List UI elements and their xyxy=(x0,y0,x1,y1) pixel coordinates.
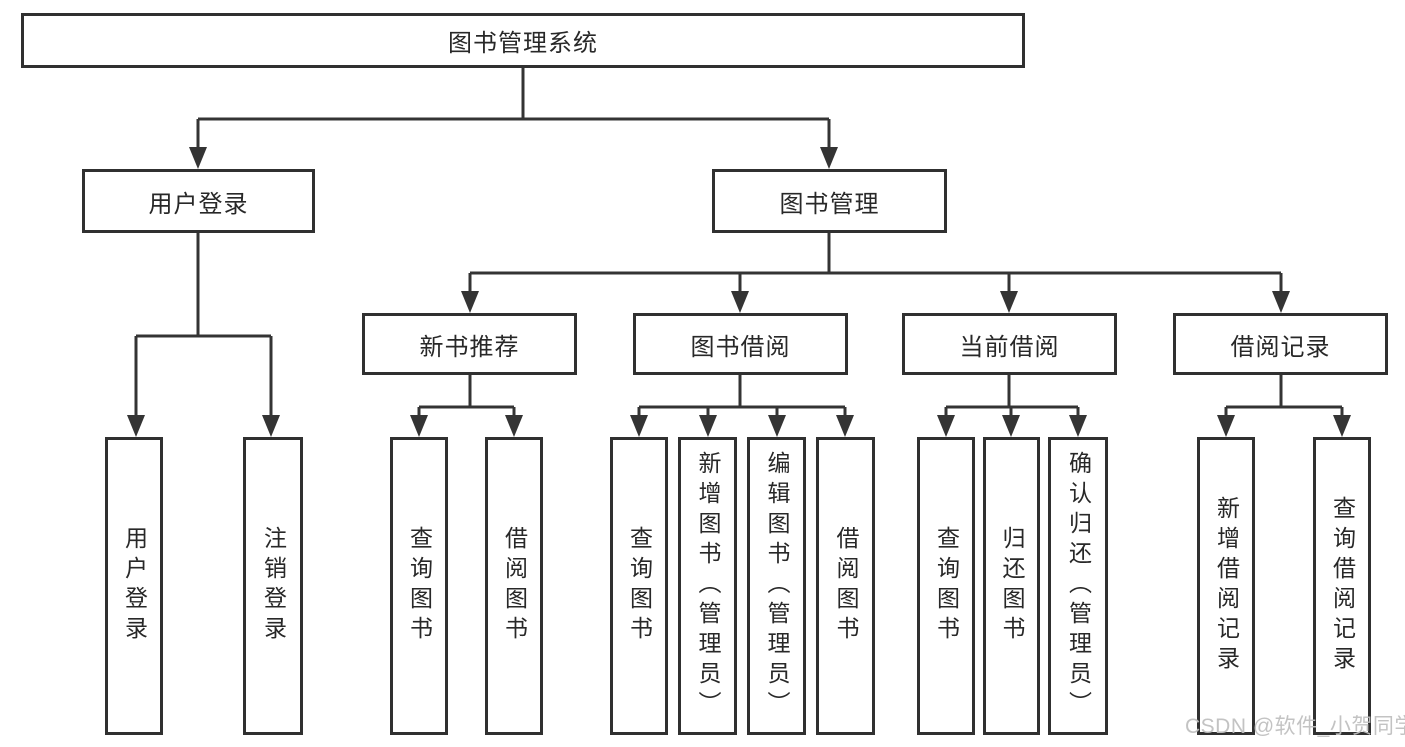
node-book-management-label: 图书管理 xyxy=(779,190,880,218)
leaf-add-borrow-record: 新增借阅记录 xyxy=(1197,437,1255,735)
leaf-query-books-current: 查询图书 xyxy=(917,437,975,735)
leaf-return-books: 归还图书 xyxy=(983,437,1040,735)
node-borrowing-records-label: 借阅记录 xyxy=(1230,333,1331,361)
node-borrowing-records: 借阅记录 xyxy=(1173,313,1388,375)
leaf-query-books-borrowing: 查询图书 xyxy=(610,437,668,735)
node-book-management: 图书管理 xyxy=(712,169,947,233)
node-user-login-label: 用户登录 xyxy=(148,190,249,218)
leaf-user-login: 用户登录 xyxy=(105,437,163,735)
leaf-query-borrow-record: 查询借阅记录 xyxy=(1313,437,1371,735)
leaf-logout: 注销登录 xyxy=(243,437,303,735)
csdn-watermark: CSDN @软件_小贺同学 xyxy=(1185,715,1405,738)
node-current-borrowing-label: 当前借阅 xyxy=(959,333,1060,361)
leaf-query-books-recommend: 查询图书 xyxy=(390,437,448,735)
leaf-borrow-books-borrowing: 借阅图书 xyxy=(816,437,875,735)
node-library-system-label: 图书管理系统 xyxy=(448,30,598,57)
node-new-book-recommend: 新书推荐 xyxy=(362,313,577,375)
leaf-add-books-admin: 新增图书（管理员） xyxy=(678,437,737,735)
node-book-borrowing: 图书借阅 xyxy=(633,313,848,375)
node-new-book-recommend-label: 新书推荐 xyxy=(419,333,520,361)
node-library-system: 图书管理系统 xyxy=(21,13,1025,68)
node-user-login: 用户登录 xyxy=(82,169,315,233)
leaf-edit-books-admin: 编辑图书（管理员） xyxy=(747,437,806,735)
node-current-borrowing: 当前借阅 xyxy=(902,313,1117,375)
node-book-borrowing-label: 图书借阅 xyxy=(690,333,791,361)
leaf-borrow-books-recommend: 借阅图书 xyxy=(485,437,543,735)
leaf-confirm-return-admin: 确认归还（管理员） xyxy=(1048,437,1108,735)
